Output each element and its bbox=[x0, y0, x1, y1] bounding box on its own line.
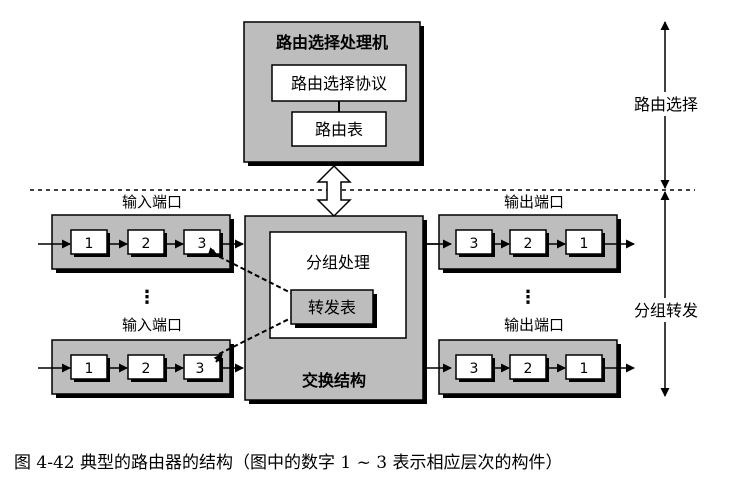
input-port-label-bottom: 输入端口 bbox=[122, 316, 182, 334]
output-top-stage-3 bbox=[455, 229, 493, 255]
input-port-bottom: 1 2 3 bbox=[38, 339, 244, 398]
output-bottom-stage-2 bbox=[509, 354, 547, 380]
routing-protocol-label: 路由选择协议 bbox=[291, 74, 387, 93]
output-top-stage-1 bbox=[565, 229, 603, 255]
input-ellipsis: ⋮ bbox=[138, 287, 156, 308]
packet-processing-label: 分组处理 bbox=[306, 253, 370, 272]
output-port-bottom: 3 2 1 bbox=[426, 339, 635, 398]
double-arrow-icon bbox=[316, 164, 352, 218]
routing-table-label: 路由表 bbox=[315, 120, 363, 139]
input-top-stage-1-label: 1 bbox=[85, 236, 94, 252]
input-top-stage-1 bbox=[70, 229, 108, 255]
input-bottom-stage-1 bbox=[70, 354, 108, 380]
lookup-arrow-top bbox=[207, 247, 217, 257]
output-bottom-stage-1-label: 1 bbox=[580, 361, 589, 377]
input-bottom-stage-3 bbox=[183, 354, 221, 380]
input-bottom-stage-1-label: 1 bbox=[85, 361, 94, 377]
output-port-label-bottom: 输出端口 bbox=[504, 316, 564, 334]
output-bottom-stage-3 bbox=[455, 354, 493, 380]
input-top-stage-2 bbox=[127, 229, 165, 255]
routing-protocol-box bbox=[271, 64, 407, 102]
output-top-stage-2 bbox=[509, 229, 547, 255]
switch-fabric-label: 交换结构 bbox=[302, 371, 366, 390]
routing-processor: 路由选择处理机 路由选择协议 路由表 bbox=[243, 21, 424, 166]
output-top-stage-3-label: 3 bbox=[470, 236, 479, 252]
forwarding-plane-label: 分组转发 bbox=[634, 301, 698, 320]
output-bottom-stage-1 bbox=[565, 354, 603, 380]
routing-processor-title: 路由选择处理机 bbox=[276, 33, 388, 52]
output-bottom-stage-2-label: 2 bbox=[524, 361, 533, 377]
figure-caption: 图 4-42 典型的路由器的结构（图中的数字 1 ~ 3 表示相应层次的构件） bbox=[14, 453, 563, 473]
switch-fabric: 分组处理 转发表 交换结构 bbox=[244, 215, 427, 404]
input-top-stage-2-label: 2 bbox=[142, 236, 151, 252]
routing-plane-label: 路由选择 bbox=[634, 95, 698, 114]
input-port-top: 1 2 3 bbox=[38, 214, 244, 273]
output-bottom-stage-3-label: 3 bbox=[470, 361, 479, 377]
lookup-line-bottom bbox=[218, 317, 292, 355]
output-port-label-top: 输出端口 bbox=[504, 193, 564, 211]
output-top-stage-2-label: 2 bbox=[524, 236, 533, 252]
routing-table-box bbox=[291, 111, 387, 147]
forwarding-table-box bbox=[290, 289, 374, 325]
input-bottom-stage-2 bbox=[127, 354, 165, 380]
output-ellipsis: ⋮ bbox=[519, 287, 537, 308]
lookup-line-top bbox=[211, 252, 292, 294]
output-top-stage-1-label: 1 bbox=[580, 236, 589, 252]
input-bottom-stage-3-label: 3 bbox=[196, 361, 205, 377]
input-top-stage-3-label: 3 bbox=[198, 236, 207, 252]
lookup-arrow-bottom bbox=[213, 353, 223, 364]
input-port-label-top: 输入端口 bbox=[122, 193, 182, 211]
input-bottom-stage-2-label: 2 bbox=[142, 361, 151, 377]
forwarding-table-label: 转发表 bbox=[308, 298, 356, 317]
output-port-top: 3 2 1 bbox=[423, 214, 635, 273]
